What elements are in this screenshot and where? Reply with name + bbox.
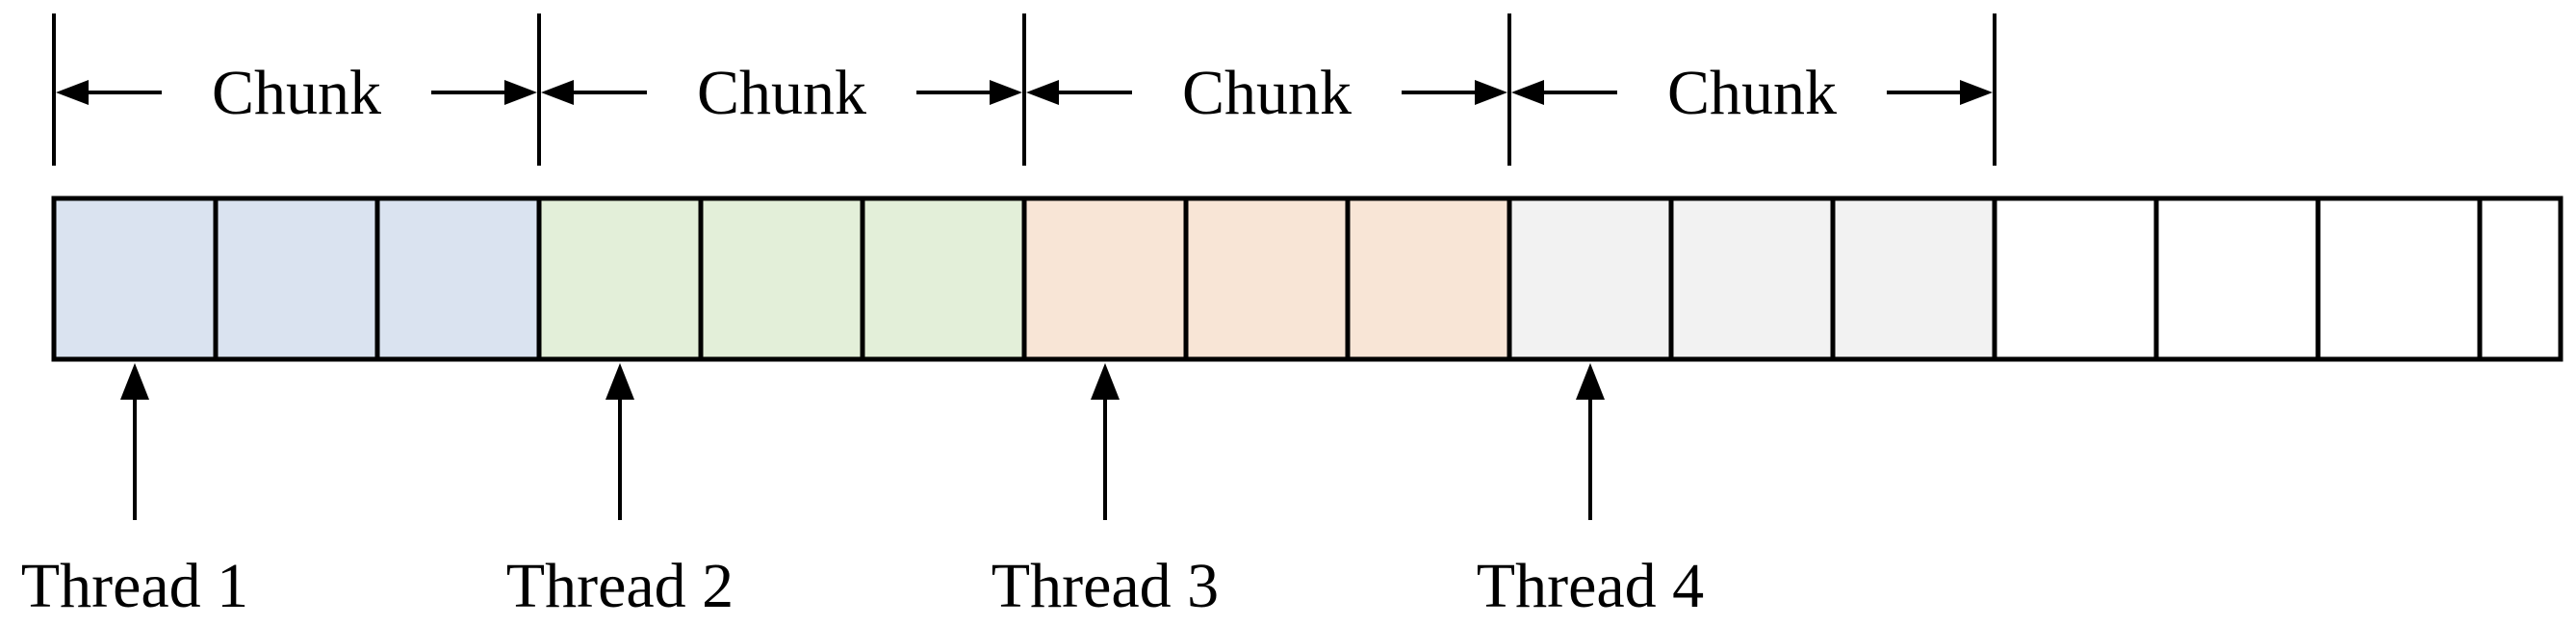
array-cell-13 — [1992, 196, 2159, 362]
array-cell-12 — [1830, 196, 1997, 362]
chunk-left-arrowhead — [56, 80, 89, 105]
chunk-marker-2: Chunk — [541, 58, 1022, 128]
thread-pointers: Thread 1 Thread 2 Thread 3 Thread 4 — [21, 363, 1704, 621]
thread-arrowhead — [120, 363, 149, 400]
chunk-marker-3: Chunk — [1026, 58, 1507, 128]
chunk-marker-1: Chunk — [56, 58, 537, 128]
array-cell-11 — [1668, 196, 1836, 362]
chunk-label: Chunk — [1667, 58, 1837, 128]
memory-array — [51, 196, 2563, 362]
thread-pointer-1: Thread 1 — [21, 363, 248, 621]
thread-arrowhead — [605, 363, 634, 400]
chunk-right-arrowhead — [1960, 80, 1993, 105]
chunk-right-arrowhead — [990, 80, 1022, 105]
array-cell-6 — [860, 196, 1027, 362]
thread-arrowhead — [1091, 363, 1120, 400]
array-cell-1 — [51, 196, 219, 362]
thread-label: Thread 3 — [992, 551, 1219, 621]
thread-pointer-4: Thread 4 — [1477, 363, 1704, 621]
array-cell-2 — [213, 196, 380, 362]
array-cell-9 — [1345, 196, 1512, 362]
chunk-label: Chunk — [1182, 58, 1352, 128]
array-cell-8 — [1183, 196, 1351, 362]
chunk-left-arrowhead — [1026, 80, 1059, 105]
chunk-left-arrowhead — [1511, 80, 1544, 105]
thread-label: Thread 4 — [1477, 551, 1704, 621]
array-cell-3 — [374, 196, 542, 362]
chunk-right-arrowhead — [1475, 80, 1507, 105]
array-cell-14 — [2153, 196, 2321, 362]
chunk-left-arrowhead — [541, 80, 574, 105]
thread-pointer-3: Thread 3 — [992, 363, 1219, 621]
thread-arrowhead — [1576, 363, 1605, 400]
thread-label: Thread 2 — [506, 551, 734, 621]
array-cell-5 — [698, 196, 865, 362]
chunk-label: Chunk — [212, 58, 381, 128]
chunk-right-arrowhead — [504, 80, 537, 105]
thread-label: Thread 1 — [21, 551, 248, 621]
array-cell-4 — [536, 196, 704, 362]
array-cell-15 — [2315, 196, 2483, 362]
array-cell-7 — [1021, 196, 1189, 362]
chunk-markers: Chunk Chunk Chunk Chunk — [52, 13, 1996, 166]
chunk-marker-4: Chunk — [1511, 58, 1993, 128]
array-cell-10 — [1507, 196, 1674, 362]
array-cell-16 — [2477, 196, 2563, 362]
chunk-label: Chunk — [697, 58, 866, 128]
thread-pointer-2: Thread 2 — [506, 363, 734, 621]
